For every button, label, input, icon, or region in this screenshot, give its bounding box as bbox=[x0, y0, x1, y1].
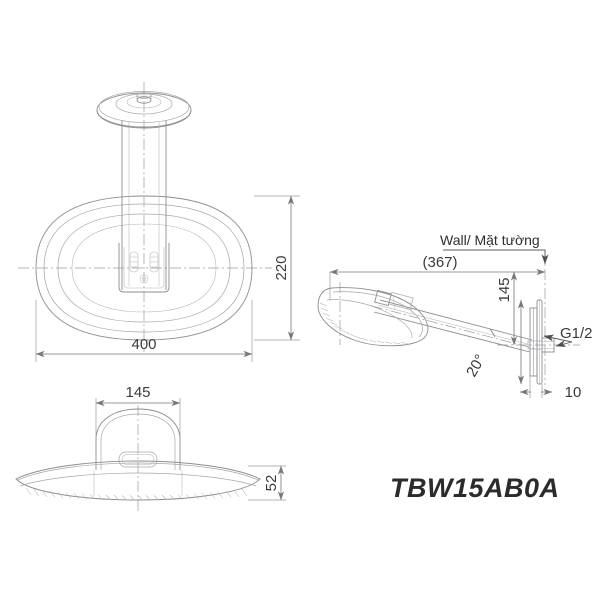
plan-arm-connector bbox=[118, 243, 170, 293]
side-width-dimension-label: 145 bbox=[125, 384, 150, 401]
wall-plate-thickness-label: 10 bbox=[565, 384, 582, 401]
wall-thread-leader: G1/2 bbox=[543, 325, 593, 348]
wall-angle-marker: 20° bbox=[463, 328, 496, 380]
side-view: 145 52 bbox=[15, 384, 286, 512]
plan-width-dimension-label: 400 bbox=[131, 336, 156, 353]
wall-mount-view: 20° G1/2 Wall/ Mặt tường (367) 145 bbox=[317, 232, 593, 401]
wall-drop-label: 145 bbox=[496, 277, 513, 302]
model-number: TBW15AB0A bbox=[390, 473, 560, 503]
plan-ceiling-flange bbox=[96, 91, 192, 129]
wall-dim-10: 10 bbox=[519, 376, 582, 401]
plan-view: 220 400 bbox=[18, 82, 300, 362]
plan-dim-400: 400 bbox=[35, 300, 253, 362]
plan-depth-dimension-label: 220 bbox=[273, 255, 290, 280]
wall-plate bbox=[529, 299, 543, 385]
side-shower-head-profile bbox=[15, 460, 261, 501]
wall-shower-head bbox=[317, 287, 429, 347]
wall-dim-145: 145 bbox=[496, 271, 531, 346]
plan-dim-220: 220 bbox=[254, 195, 300, 341]
wall-label: Wall/ Mặt tường bbox=[440, 232, 540, 248]
side-neck-dome bbox=[95, 408, 181, 470]
plan-shower-head-body bbox=[35, 195, 253, 341]
side-dim-145: 145 bbox=[95, 384, 181, 442]
plan-arm-tube bbox=[121, 120, 167, 290]
wall-projection-label: (367) bbox=[422, 254, 457, 271]
wall-face-callout: Wall/ Mặt tường bbox=[440, 232, 549, 265]
arm-centerline bbox=[371, 305, 537, 350]
wall-shower-arm bbox=[371, 299, 537, 353]
side-nozzle-texture bbox=[25, 487, 248, 501]
side-dim-52: 52 bbox=[248, 465, 286, 501]
wall-thread-label: G1/2 bbox=[560, 325, 593, 342]
wall-angle-label: 20° bbox=[463, 352, 489, 380]
side-height-dimension-label: 52 bbox=[263, 475, 280, 492]
wall-nozzle-texture bbox=[319, 302, 409, 344]
wall-head-swivel bbox=[374, 289, 414, 314]
